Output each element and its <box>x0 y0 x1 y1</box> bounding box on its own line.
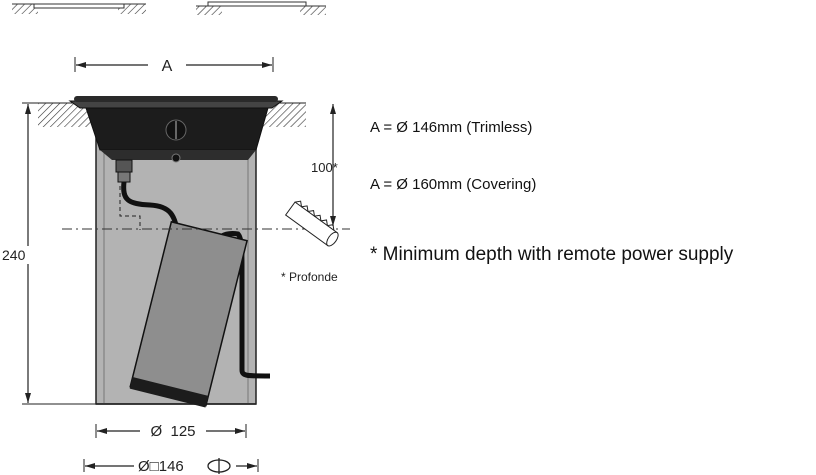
dimension-100: 100* <box>311 104 338 226</box>
dimension-146-label: Ø□146 <box>138 458 184 475</box>
luminaire-head <box>68 96 284 163</box>
covering-detail-thumbnail <box>196 1 326 15</box>
dimension-125: Ø 125 <box>95 423 247 440</box>
lamp-body <box>129 220 248 408</box>
note-trimless: A = Ø 146mm (Trimless) <box>370 119 533 136</box>
dimension-240: 240 <box>2 102 96 405</box>
saw-cut-icon <box>284 200 339 247</box>
dimension-a-label: A <box>162 58 173 75</box>
dimension-a: A <box>74 57 274 75</box>
dimension-240-label: 240 <box>2 247 26 263</box>
note-covering: A = Ø 160mm (Covering) <box>370 176 537 193</box>
cut-out-symbol-icon <box>207 458 231 474</box>
profondeur-label: * Profonde <box>281 270 338 284</box>
note-minimum-depth: * Minimum depth with remote power supply <box>370 244 734 265</box>
trimless-detail-thumbnail <box>12 3 146 14</box>
dimension-146: Ø□146 <box>83 458 259 475</box>
dimension-100-label: 100* <box>311 160 338 175</box>
dimension-125-label: Ø 125 <box>150 423 195 440</box>
technical-drawing: A <box>2 1 350 475</box>
